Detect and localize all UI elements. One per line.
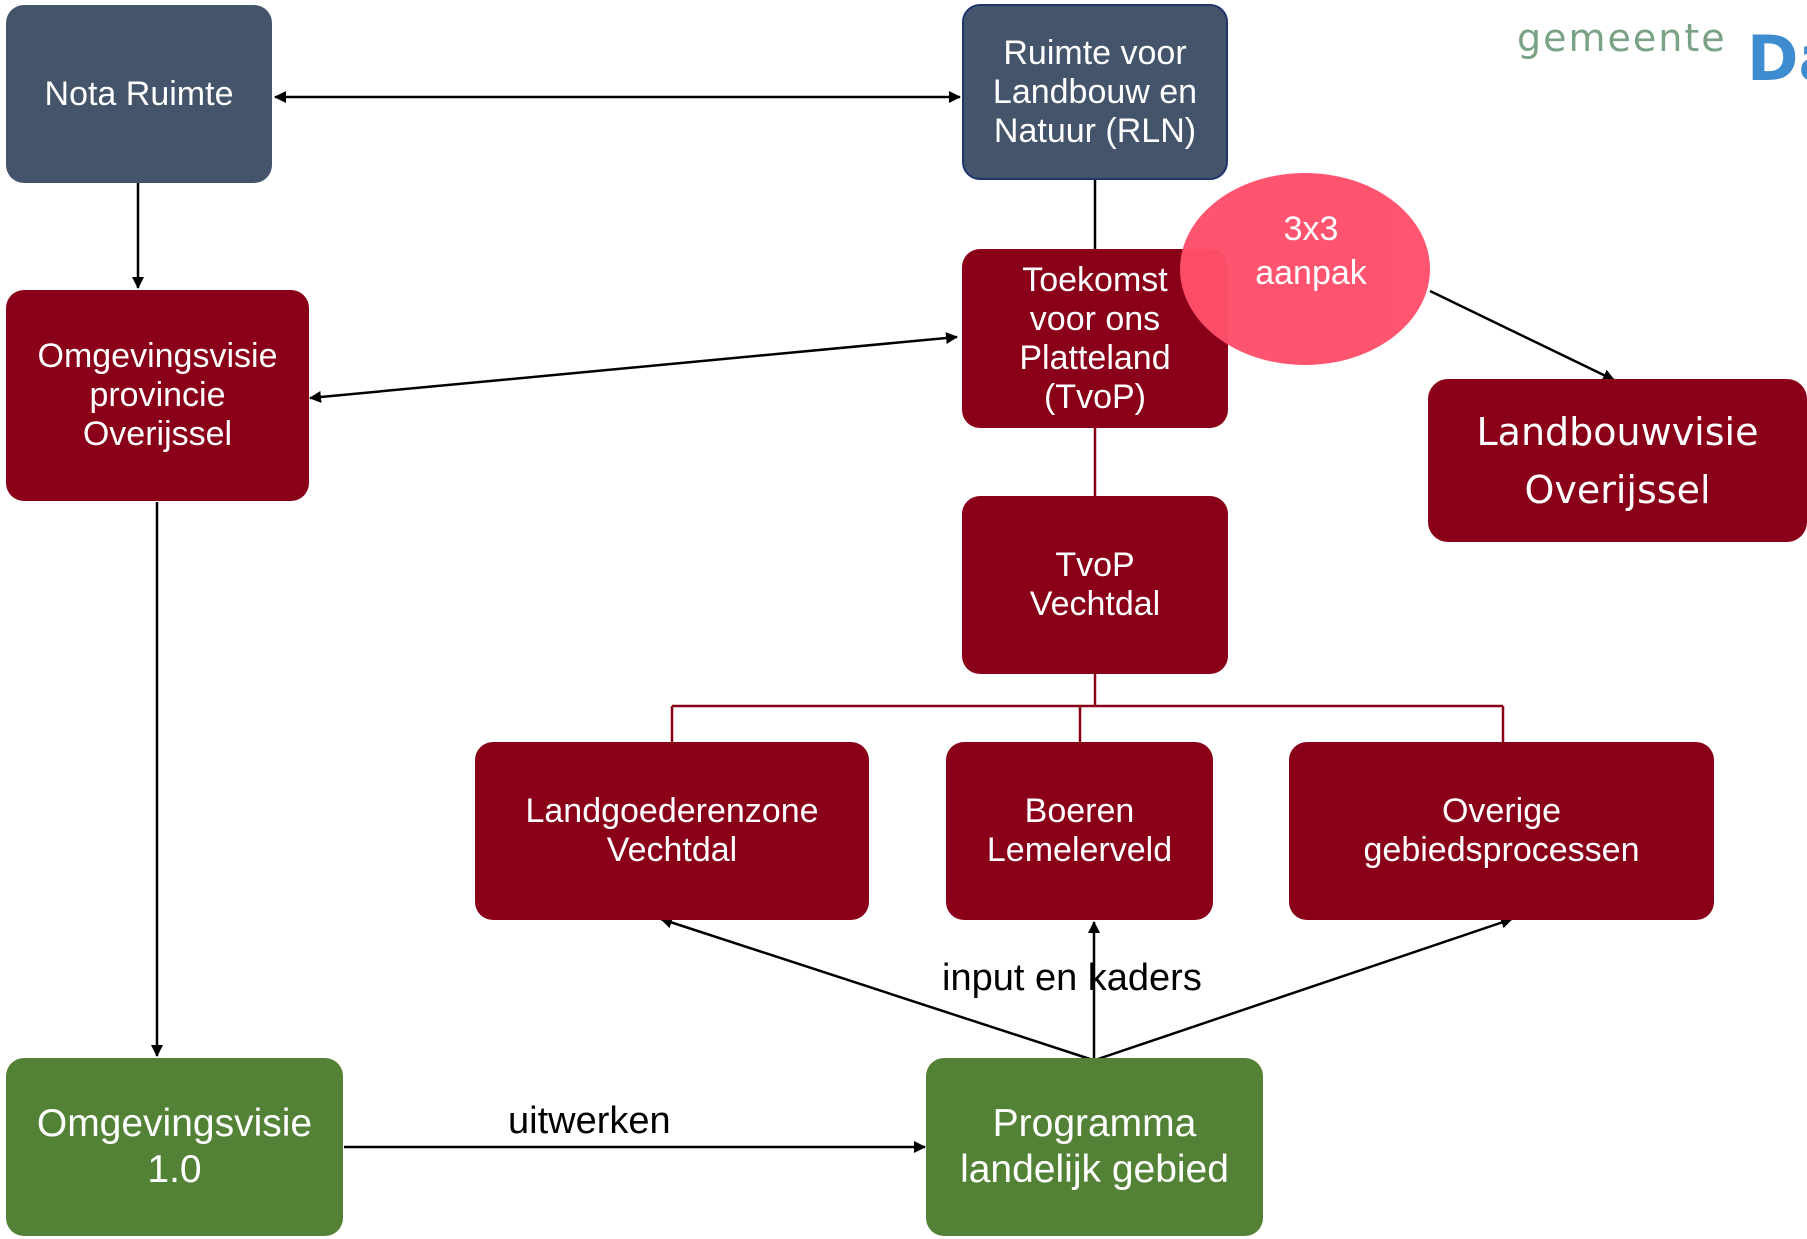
node-landbouwvisie: Landbouwvisie Overijssel (1428, 379, 1807, 542)
node-nota-ruimte: Nota Ruimte (6, 5, 272, 183)
arrow-programma-overige (1094, 916, 1513, 1062)
aanpak-label: 3x3 aanpak (1255, 210, 1367, 292)
node-tvop-vechtdal: TvoP Vechtdal (962, 496, 1228, 674)
node-landgoederenzone: Landgoederenzone Vechtdal (475, 742, 869, 920)
label-uitwerken: uitwerken (508, 1100, 671, 1142)
node-overige-gebiedsprocessen: Overige gebiedsprocessen (1289, 742, 1714, 920)
arrow-programma-landgoederen (660, 916, 1094, 1062)
gemeente-logo: gemeente Da (1517, 8, 1807, 88)
node-omgevingsvisie-provincie: Omgevingsvisie provincie Overijssel (6, 290, 309, 501)
node-boeren-lemelerveld: Boeren Lemelerveld (946, 742, 1213, 920)
label-input-en-kaders: input en kaders (942, 957, 1202, 999)
arrow-aanpak-landbouwvisie (1429, 289, 1615, 382)
node-rln: Ruimte voor Landbouw en Natuur (RLN) (962, 4, 1228, 180)
logo-letter: Da (1747, 22, 1807, 88)
node-programma-landelijk-gebied: Programma landelijk gebied (926, 1058, 1263, 1236)
logo-word: gemeente (1517, 16, 1727, 60)
arrow-provincie-tvop (309, 332, 958, 403)
node-3x3-aanpak: 3x3 aanpak (1180, 173, 1430, 365)
node-omgevingsvisie-1: Omgevingsvisie 1.0 (6, 1058, 343, 1236)
